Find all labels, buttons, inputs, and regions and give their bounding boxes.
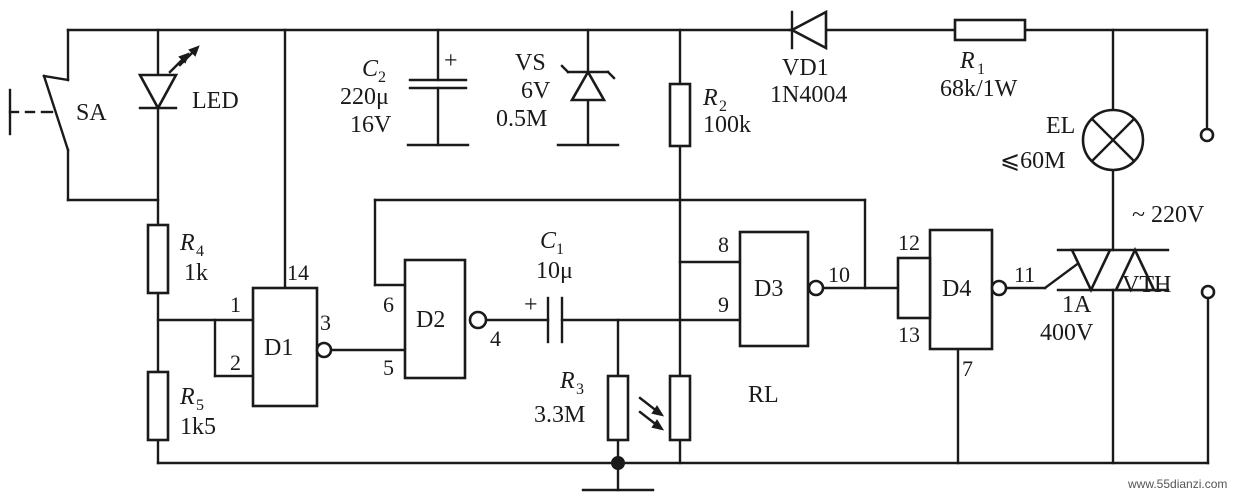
label-vth-name: VTH <box>1122 272 1171 298</box>
pin-5: 5 <box>383 355 394 380</box>
label-led: LED <box>192 88 239 114</box>
label-c2-value: 220μ <box>340 84 389 110</box>
zener-vs <box>560 64 616 102</box>
label-vd1-name: VD1 <box>782 55 829 81</box>
resistor-r1 <box>953 18 1027 42</box>
pin-7: 7 <box>962 356 973 381</box>
label-r1-name: R <box>959 48 975 74</box>
capacitor-c2 <box>408 78 468 90</box>
resistor-r5 <box>146 370 170 442</box>
label-c2-name: C <box>362 56 379 82</box>
label-sa: SA <box>76 100 107 126</box>
gate-d2-bubble <box>468 310 488 330</box>
pin-14: 14 <box>287 260 309 285</box>
gate-d3 <box>738 230 810 348</box>
watermark: www.55dianzi.com <box>1127 477 1227 491</box>
label-r5-value: 1k5 <box>180 414 216 440</box>
label-r5-name: R <box>179 384 195 410</box>
triac-vth <box>1056 246 1170 294</box>
label-r1-value: 68k/1W <box>940 76 1018 102</box>
label-r4-name: R <box>179 230 195 256</box>
pin-6: 6 <box>383 292 394 317</box>
pin-1: 1 <box>230 292 241 317</box>
pin-13: 13 <box>898 322 920 347</box>
pin-11: 11 <box>1014 262 1035 287</box>
label-gate-d4: D4 <box>942 276 971 302</box>
label-gate-d2: D2 <box>416 307 445 333</box>
terminal-top <box>1199 127 1215 143</box>
label-c2-sub: 2 <box>378 69 386 86</box>
pin-9: 9 <box>718 292 729 317</box>
lamp-el <box>1081 108 1145 172</box>
gate-d1 <box>251 286 319 408</box>
gate-d4-bubble <box>990 279 1008 297</box>
label-vth-voltage: 400V <box>1040 320 1094 346</box>
label-r3-name: R <box>559 368 575 394</box>
pin-8: 8 <box>718 232 729 257</box>
label-c1-name: C <box>540 228 557 254</box>
gate-d4-input-bar <box>896 256 932 320</box>
label-gate-d1: D1 <box>264 335 293 361</box>
resistor-r4 <box>146 223 170 295</box>
gate-d1-bubble <box>315 341 333 359</box>
label-r3-sub: 3 <box>576 381 584 398</box>
resistor-r3 <box>606 374 630 442</box>
pin-10: 10 <box>828 262 850 287</box>
resistor-r2 <box>668 82 692 148</box>
photoresistor-rl <box>638 374 692 442</box>
label-r1-sub: 1 <box>977 61 985 78</box>
label-c1-polarity: + <box>524 292 538 318</box>
label-el-value: ⩽60M <box>1000 148 1065 174</box>
wires <box>66 28 1210 492</box>
label-r2-value: 100k <box>703 112 751 138</box>
capacitor-c1 <box>546 296 564 344</box>
label-el-name: EL <box>1046 113 1075 139</box>
led <box>137 45 200 111</box>
label-r4-sub: 4 <box>196 243 204 260</box>
label-supply: ~ 220V <box>1132 202 1205 228</box>
label-r4-value: 1k <box>184 260 208 286</box>
label-vs-name: VS <box>515 50 546 76</box>
pin-4: 4 <box>490 326 501 351</box>
label-vth-current: 1A <box>1062 292 1092 318</box>
terminal-bottom <box>1200 284 1216 300</box>
label-vs-value: 6V <box>521 78 551 104</box>
label-vd1-part: 1N4004 <box>770 82 847 108</box>
pin-12: 12 <box>898 230 920 255</box>
label-r3-value: 3.3M <box>534 402 585 428</box>
diode-vd1 <box>788 9 828 51</box>
label-gate-d3: D3 <box>754 276 783 302</box>
label-vs-rating: 0.5M <box>496 106 547 132</box>
label-r2-name: R <box>702 85 718 111</box>
label-r5-sub: 5 <box>196 397 204 414</box>
ground-junction-dot <box>611 456 625 470</box>
pin-3: 3 <box>320 310 331 335</box>
label-c1-value: 10μ <box>536 258 573 284</box>
gate-d3-bubble <box>807 279 825 297</box>
label-r2-sub: 2 <box>719 98 727 115</box>
gate-d2 <box>403 258 467 380</box>
pin-2: 2 <box>230 350 241 375</box>
label-c2-polarity: + <box>444 48 458 74</box>
label-c1-sub: 1 <box>556 241 564 258</box>
label-c2-rating: 16V <box>350 112 392 138</box>
label-rl: RL <box>748 382 779 408</box>
switch-sa <box>8 74 70 152</box>
